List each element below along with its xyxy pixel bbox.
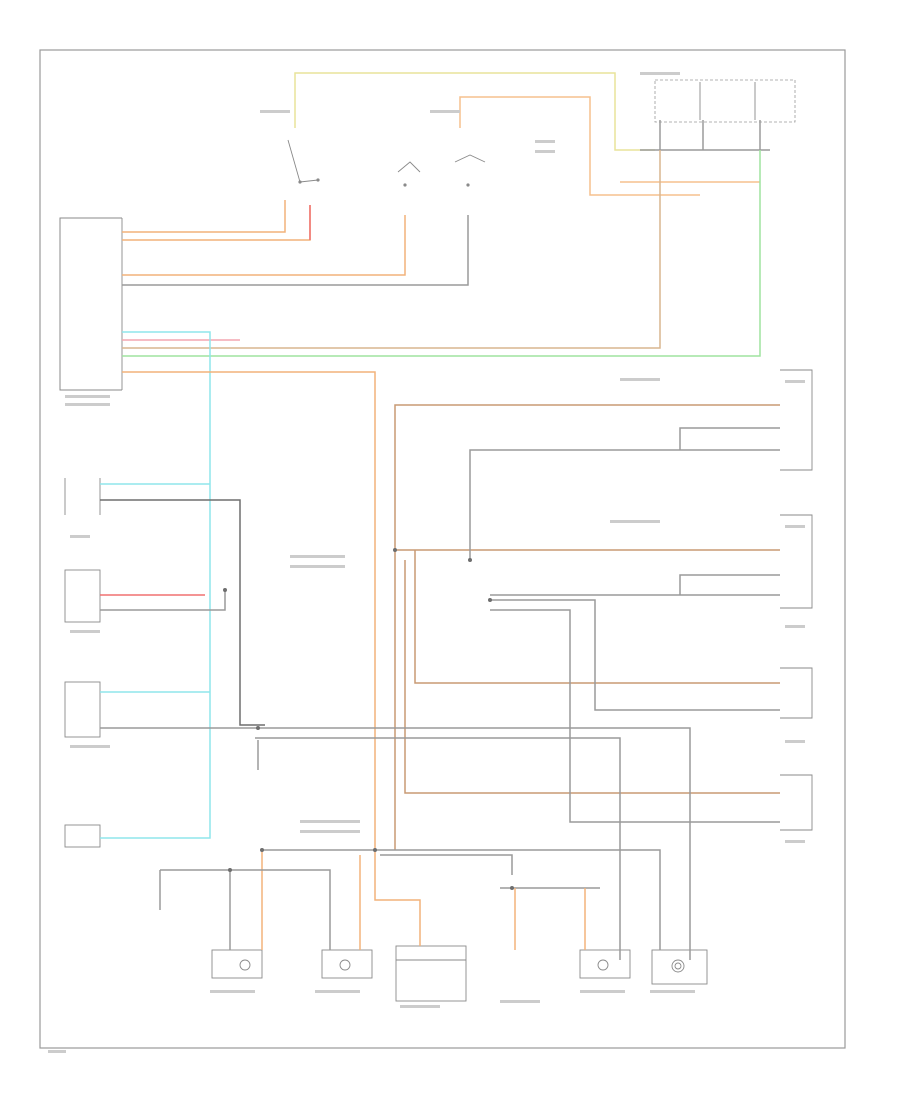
wire-peach xyxy=(459,96,700,196)
shift-indicator-box xyxy=(579,949,631,979)
diagram-frame xyxy=(39,49,846,1049)
splice-points xyxy=(223,548,514,890)
wire-orange-3 xyxy=(122,215,406,276)
ashtray-box xyxy=(64,824,101,848)
radio-box xyxy=(64,569,101,623)
components xyxy=(59,79,813,1002)
electronic-module-box xyxy=(64,681,101,738)
lamp-box-1 xyxy=(780,369,813,471)
lamp-box-3 xyxy=(780,667,813,719)
wire-tan-1 xyxy=(122,150,661,349)
wire-yellow xyxy=(294,72,655,151)
glove-lamp-box xyxy=(651,949,708,985)
fuse-panel xyxy=(654,79,796,123)
wire-cyan xyxy=(100,331,211,839)
wire-green xyxy=(122,150,761,357)
rear-defog-box xyxy=(395,945,467,1002)
wire-orange-2 xyxy=(122,205,311,241)
wire-brown-1 xyxy=(394,404,780,850)
wire-orange-main xyxy=(122,371,376,860)
cigar-lighter-box xyxy=(321,949,373,979)
wires xyxy=(100,72,780,960)
headlamp-switch xyxy=(287,139,320,184)
ignition-switch xyxy=(397,154,486,187)
labels xyxy=(48,72,805,1053)
left-module-outline xyxy=(59,217,122,391)
wire-orange-1 xyxy=(122,200,286,233)
lamp-box-2 xyxy=(780,514,813,609)
lamp-box-4 xyxy=(780,774,813,831)
wire-gray-1 xyxy=(122,215,469,286)
heater-control-box xyxy=(211,949,263,979)
